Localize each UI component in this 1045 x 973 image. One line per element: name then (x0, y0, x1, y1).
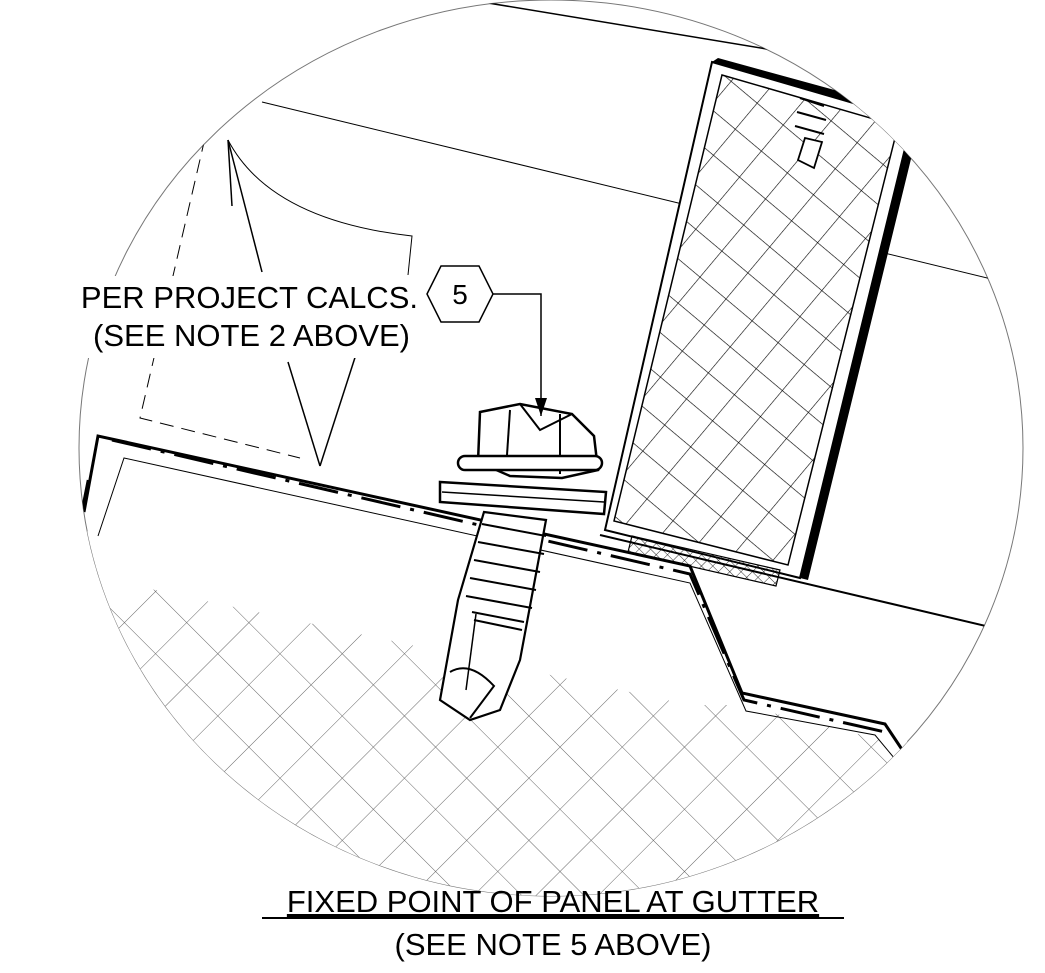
callout-number: 5 (452, 279, 468, 310)
closure-screw-icon (794, 97, 827, 170)
note-leader-3 (319, 341, 361, 467)
sealant-outline (139, 137, 301, 459)
note-leader-1 (227, 139, 263, 273)
closure-block-insulation (613, 74, 899, 566)
note-leader-2 (287, 361, 321, 467)
callout-arrowhead (535, 398, 547, 416)
panel-profile-inner (97, 457, 901, 766)
panel-centerline (111, 438, 886, 734)
panel-edge-left (80, 479, 90, 511)
panel-profile-outer (82, 434, 907, 755)
note-calcs-line2: (SEE NOTE 2 ABOVE) (93, 318, 410, 353)
construction-line-upper (261, 101, 1023, 293)
sealant-strip (627, 535, 781, 587)
note-leader-4 (227, 139, 233, 207)
caption-subtitle: (SEE NOTE 5 ABOVE) (395, 927, 712, 962)
caption-title: FIXED POINT OF PANEL AT GUTTER (287, 884, 819, 919)
callout-leader (493, 293, 542, 416)
fastener-icon (438, 402, 608, 722)
note-text-bg (50, 276, 422, 358)
callout-hexagon (426, 265, 494, 323)
note-leader-arc (227, 139, 413, 276)
note-calcs-line1: PER PROJECT CALCS. (81, 280, 418, 315)
